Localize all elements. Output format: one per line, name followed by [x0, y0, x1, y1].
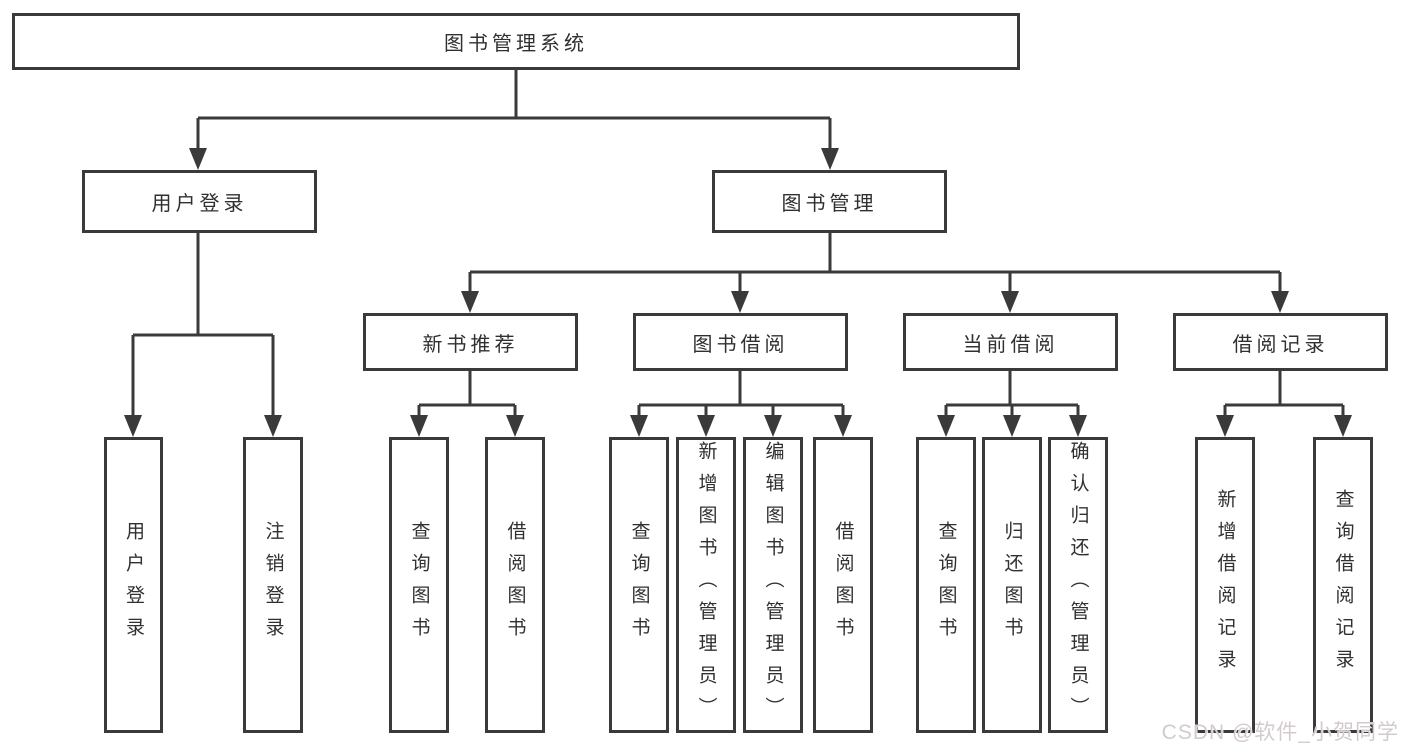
node-label: 图书管理系统 — [444, 33, 588, 55]
node-label: 注销登录 — [262, 521, 284, 649]
leaf-return-book: 归还图书 — [982, 437, 1042, 733]
node-label: 新书推荐 — [422, 333, 519, 356]
node-library-management-system: 图书管理系统 — [12, 13, 1020, 70]
leaf-borrow-books: 借阅图书 — [813, 437, 873, 733]
node-label: 查询图书 — [628, 521, 650, 649]
node-user-login: 用户登录 — [82, 170, 317, 233]
leaf-add-borrow-record: 新增借阅记录 — [1195, 437, 1255, 733]
leaf-query-books-borrowing: 查询图书 — [609, 437, 669, 733]
leaf-borrow-books-recommend: 借阅图书 — [485, 437, 545, 733]
node-label: 用户登录 — [151, 193, 248, 215]
node-borrowing-records: 借阅记录 — [1173, 313, 1388, 371]
node-label: 归还图书 — [1001, 521, 1023, 649]
node-label: 当前借阅 — [962, 333, 1059, 356]
leaf-user-login: 用户登录 — [104, 437, 163, 733]
node-label: 查询图书 — [935, 521, 957, 649]
csdn-watermark: CSDN @软件_小贺同学 — [1161, 721, 1399, 744]
leaf-confirm-return-admin: 确认归还（管理员） — [1048, 437, 1108, 733]
node-book-management: 图书管理 — [712, 170, 947, 233]
leaf-query-borrow-record: 查询借阅记录 — [1313, 437, 1373, 733]
node-label: 新增借阅记录 — [1214, 489, 1236, 681]
node-label: 借阅图书 — [832, 521, 854, 649]
node-label: 借阅记录 — [1232, 333, 1329, 356]
node-label: 新增图书（管理员） — [695, 441, 717, 729]
node-label: 图书管理 — [781, 193, 878, 215]
node-book-borrowing: 图书借阅 — [633, 313, 848, 371]
node-new-book-recommend: 新书推荐 — [363, 313, 578, 371]
leaf-query-books-recommend: 查询图书 — [389, 437, 449, 733]
leaf-add-book-admin: 新增图书（管理员） — [676, 437, 736, 733]
leaf-logout: 注销登录 — [243, 437, 303, 733]
node-label: 图书借阅 — [692, 333, 789, 356]
node-current-borrowing: 当前借阅 — [903, 313, 1118, 371]
node-label: 编辑图书（管理员） — [762, 441, 784, 729]
leaf-query-books-current: 查询图书 — [916, 437, 976, 733]
node-label: 查询图书 — [408, 521, 430, 649]
node-label: 查询借阅记录 — [1332, 489, 1354, 681]
node-label: 用户登录 — [123, 521, 144, 649]
leaf-edit-book-admin: 编辑图书（管理员） — [743, 437, 803, 733]
node-label: 借阅图书 — [504, 521, 526, 649]
node-label: 确认归还（管理员） — [1067, 441, 1089, 729]
